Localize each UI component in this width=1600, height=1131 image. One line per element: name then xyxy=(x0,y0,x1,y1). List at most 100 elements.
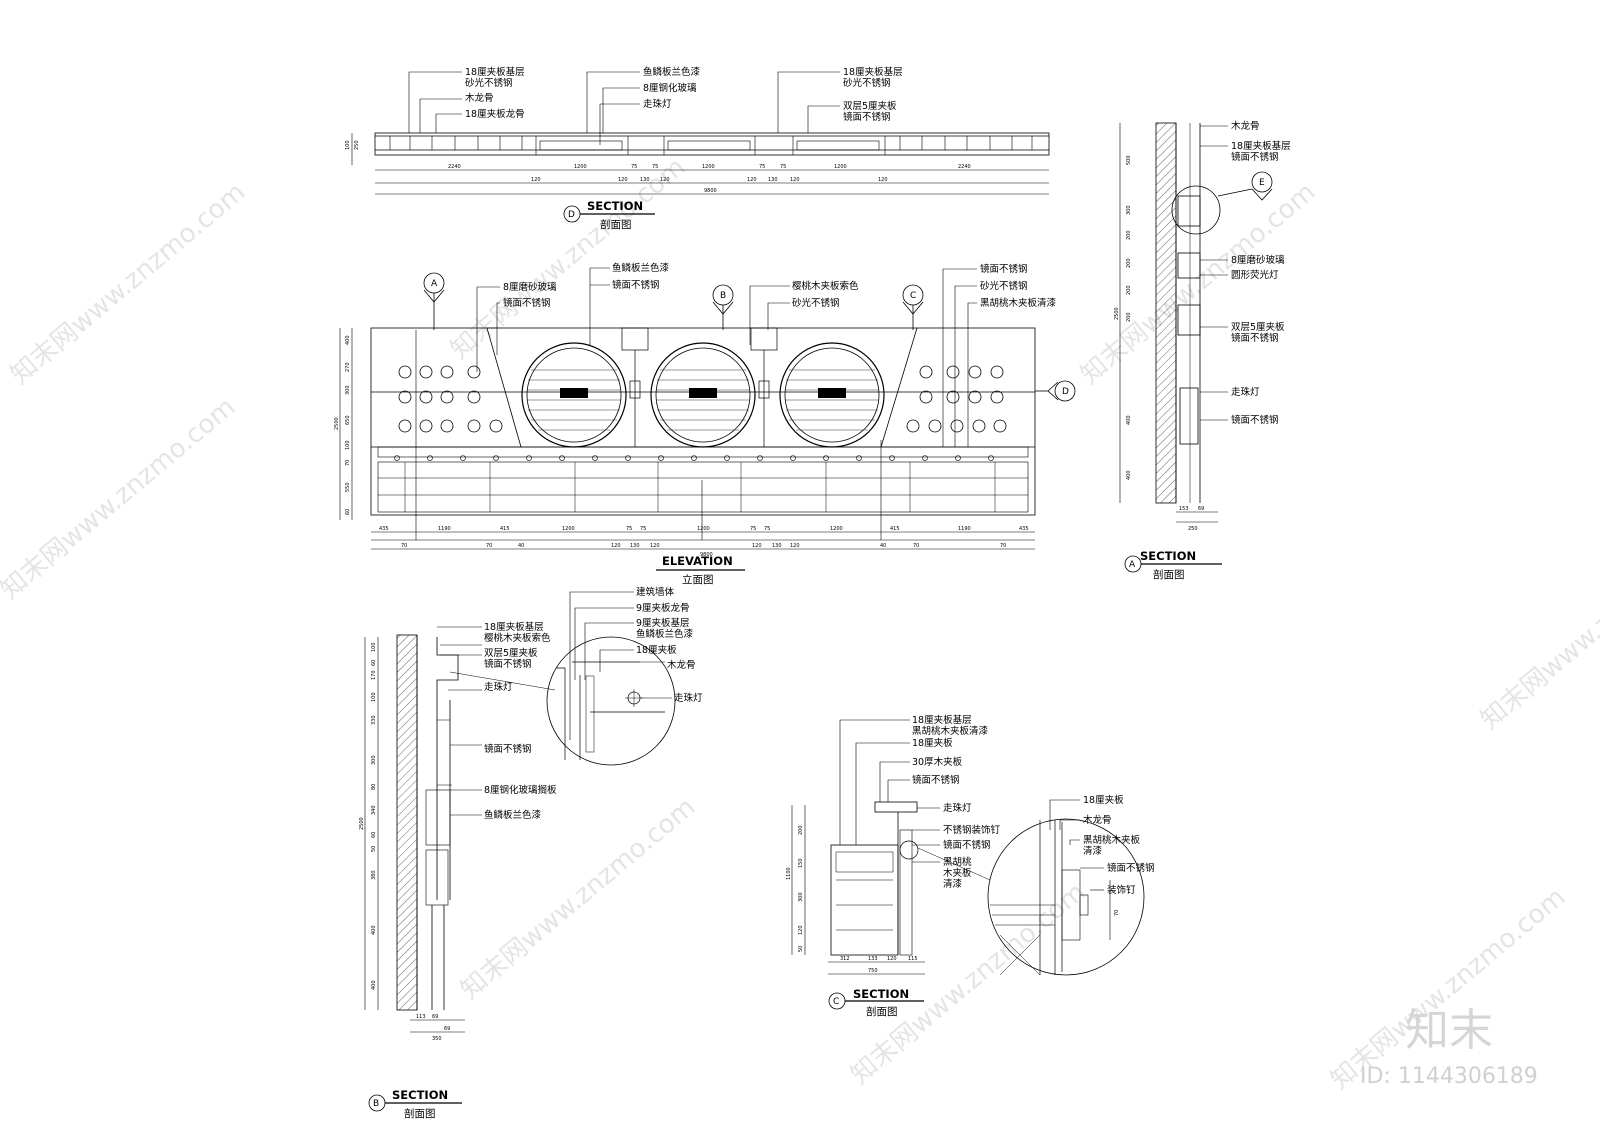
drawing-label: 100 xyxy=(371,642,377,652)
section-d xyxy=(351,71,1050,195)
watermark-text: 知末网www.znzmo.com xyxy=(5,177,251,390)
drawing-label: 120 xyxy=(887,956,897,962)
drawing-label: 70 xyxy=(486,543,492,549)
section-d-outline xyxy=(374,132,1050,156)
drawing-label: 砂光不锈钢 xyxy=(843,77,891,89)
drawing-label: 130 xyxy=(640,177,650,183)
drawing-label: 18厘夹板基层 xyxy=(912,714,972,726)
drawing-label: 鱼鳞板兰色漆 xyxy=(612,262,670,274)
wall-hatch xyxy=(396,634,418,1011)
drawing-label: 130 xyxy=(768,177,778,183)
drawing-label: 装饰钉 xyxy=(1107,884,1136,896)
drawing-label: 木龙骨 xyxy=(1231,120,1260,132)
drawing-label: 黑胡桃 xyxy=(943,856,972,868)
drawing-label: 18厘夹板基层 xyxy=(465,66,525,78)
drawing-label: C xyxy=(833,997,839,1007)
drawing-label: 樱桃木夹板索色 xyxy=(484,632,551,644)
drawing-label: 120 xyxy=(618,177,628,183)
section-markers xyxy=(423,272,1076,402)
drawing-label: 300 xyxy=(371,755,377,765)
drawing-label: 镜面不锈钢 xyxy=(980,263,1028,275)
drawing-label: 80 xyxy=(371,784,377,790)
drawing-label: 400 xyxy=(371,980,377,990)
drawing-label: 剖面图 xyxy=(866,1005,898,1018)
drawing-label: 435 xyxy=(379,526,389,532)
drawing-label: 130 xyxy=(772,543,782,549)
elevation xyxy=(339,267,1036,550)
drawing-label: 400 xyxy=(1126,470,1132,480)
drawing-label: 木龙骨 xyxy=(667,659,696,671)
drawing-label: 120 xyxy=(798,925,804,935)
drawing-label: 镜面不锈钢 xyxy=(1107,862,1155,874)
drawing-label: 650 xyxy=(345,415,351,425)
drawing-label: 75 xyxy=(764,526,770,532)
brand-logo: 知末 xyxy=(1405,1005,1493,1056)
drawing-label: 砂光不锈钢 xyxy=(465,77,513,89)
drawing-label: 18厘夹板龙骨 xyxy=(465,108,525,120)
detail-marker-e xyxy=(1217,171,1273,201)
drawing-label: 400 xyxy=(371,925,377,935)
drawing-label: 9800 xyxy=(700,552,713,558)
drawing-label: 415 xyxy=(890,526,900,532)
drawing-label: 樱桃木夹板索色 xyxy=(792,280,859,292)
drawing-label: 300 xyxy=(1126,205,1132,215)
drawing-label: 120 xyxy=(878,177,888,183)
drawing-label: 木龙骨 xyxy=(465,92,494,104)
drawing-label: 400 xyxy=(1126,415,1132,425)
drawing-label: 69 xyxy=(1198,506,1204,512)
watermark-text: 知末网www.znzmo.com xyxy=(845,877,1091,1090)
drawing-label: 330 xyxy=(371,715,377,725)
drawing-label: 立面图 xyxy=(682,573,714,586)
drawing-label: 40 xyxy=(518,543,524,549)
drawing-label: 70 xyxy=(913,543,919,549)
drawing-label: 清漆 xyxy=(943,878,963,890)
elevation-text: A B C D 8厘磨砂玻璃 镜面不锈钢 鱼鳞板兰色漆 镜面不锈钢 樱桃木夹板索… xyxy=(334,262,1069,586)
drawing-label: 9厘夹板龙骨 xyxy=(636,602,690,614)
section-b-text: 18厘夹板基层 樱桃木夹板索色 双层5厘夹板 镜面不锈钢 走珠灯 镜面不锈钢 8… xyxy=(359,586,703,1120)
section-a xyxy=(1119,122,1273,523)
watermark-text: 知末网www.znzmo.com xyxy=(445,152,691,365)
drawing-label: 75 xyxy=(759,164,765,170)
left-hole-grid xyxy=(398,365,503,433)
marker-a xyxy=(423,272,445,330)
section-d-title: D SECTION 剖面图 xyxy=(563,199,655,231)
drawing-label: 走珠灯 xyxy=(1231,386,1260,398)
round-window-1 xyxy=(521,342,627,448)
drawing-label: 8厘磨砂玻璃 xyxy=(1231,254,1285,266)
watermark-text: 知末网www.znzmo.com xyxy=(1075,177,1321,390)
drawing-label: 1200 xyxy=(574,164,587,170)
drawing-label: 2500 xyxy=(334,417,340,430)
drawing-label: 双层5厘夹板 xyxy=(484,647,538,659)
light-boxes xyxy=(621,327,778,447)
drawing-label: 镜面不锈钢 xyxy=(484,743,532,755)
drawing-label: 9800 xyxy=(704,188,717,194)
drawing-label: 镜面不锈钢 xyxy=(943,839,991,851)
drawing-label: 69 xyxy=(444,1026,450,1032)
drawing-label: 100 xyxy=(371,692,377,702)
drawing-label: 75 xyxy=(626,526,632,532)
drawing-label: ELEVATION xyxy=(662,554,733,568)
drawing-label: 8厘钢化玻璃搁板 xyxy=(484,784,557,796)
drawing-label: 走珠灯 xyxy=(484,681,513,693)
drawing-label: 2500 xyxy=(1114,307,1120,320)
drawing-label: 镜面不锈钢 xyxy=(1231,151,1279,163)
section-c-text: 18厘夹板基层 黑胡桃木夹板清漆 18厘夹板 30厚木夹板 镜面不锈钢 走珠灯 … xyxy=(786,714,1155,1018)
drawing-label: 300 xyxy=(798,892,804,902)
drawing-label: 120 xyxy=(650,543,660,549)
section-b-detail xyxy=(546,636,676,766)
drawing-label: 550 xyxy=(345,482,351,492)
drawing-label: 133 xyxy=(868,956,878,962)
round-window-3 xyxy=(779,342,885,448)
drawing-label: 剖面图 xyxy=(404,1107,436,1120)
watermark-text: 知末网www.znzmo.com xyxy=(455,792,701,1005)
drawing-label: 18厘夹板 xyxy=(1083,794,1124,806)
drawing-label: 120 xyxy=(790,543,800,549)
drawing-label: SECTION xyxy=(587,199,643,213)
drawing-label: 400 xyxy=(345,335,351,345)
drawing-label: 建筑墙体 xyxy=(636,586,675,598)
section-c-detail xyxy=(987,818,1145,976)
drawing-label: C xyxy=(910,291,916,301)
drawing-label: 75 xyxy=(750,526,756,532)
drawing-label: 18厘夹板 xyxy=(636,644,677,656)
